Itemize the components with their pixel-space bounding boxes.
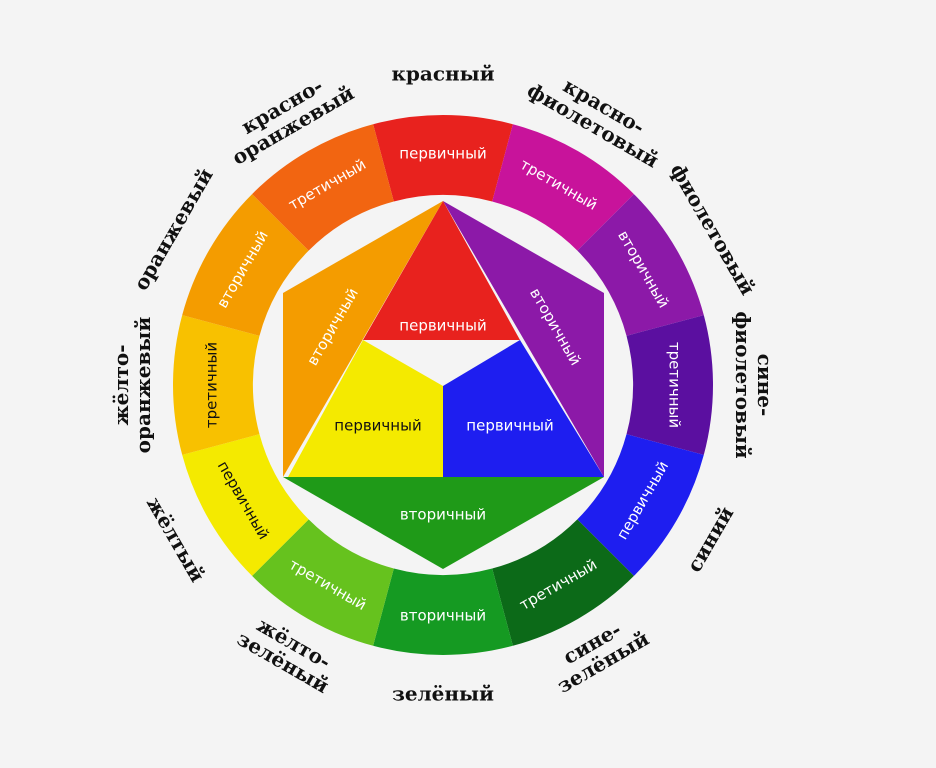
outer-ring: первичный третичный вторичный третичный перв… — [173, 115, 713, 655]
ring-name-label-6: зелёный — [392, 682, 494, 706]
ring-segment-10 — [182, 194, 309, 336]
ring-segment-9 — [173, 315, 260, 455]
inner-geometry: первичный первичный первичный вторичный … — [283, 201, 604, 569]
inner-yellow-triangle — [288, 340, 443, 477]
inner-green-triangle — [283, 477, 604, 569]
ring-name-label-0: красный — [391, 62, 494, 86]
ring-segment-0 — [373, 115, 513, 202]
inner-yellow-label: первичный — [334, 417, 421, 435]
ring-type-label-3: третичный — [666, 342, 684, 428]
inner-green-label: вторичный — [400, 506, 486, 524]
ring-type-label-9: третичный — [203, 342, 221, 428]
ring-name-label-3: сине-фиолетовый — [732, 311, 778, 459]
inner-orange-triangle — [283, 201, 443, 477]
inner-blue-label: первичный — [466, 417, 553, 435]
inner-red-label: первичный — [399, 317, 486, 335]
ring-type-label-6: вторичный — [400, 607, 486, 625]
ring-segment-6 — [373, 568, 513, 655]
inner-red-triangle — [363, 201, 520, 340]
ring-segment-1 — [492, 124, 634, 251]
ring-segment-7 — [252, 519, 394, 646]
ring-type-label-0: первичный — [399, 145, 486, 163]
ring-segment-4 — [577, 434, 704, 576]
ring-name-label-8: жёлтый — [142, 492, 210, 586]
ring-segment-8 — [182, 434, 309, 576]
ring-segment-11 — [252, 124, 394, 251]
inner-violet-triangle — [443, 201, 604, 477]
ring-segment-5 — [492, 519, 634, 646]
ring-segment-3 — [626, 315, 713, 455]
ring-name-label-9: жёлто-оранжевый — [109, 317, 155, 454]
ring-name-label-4: синий — [682, 502, 739, 576]
ring-segment-2 — [577, 194, 704, 336]
inner-blue-triangle — [443, 340, 604, 477]
